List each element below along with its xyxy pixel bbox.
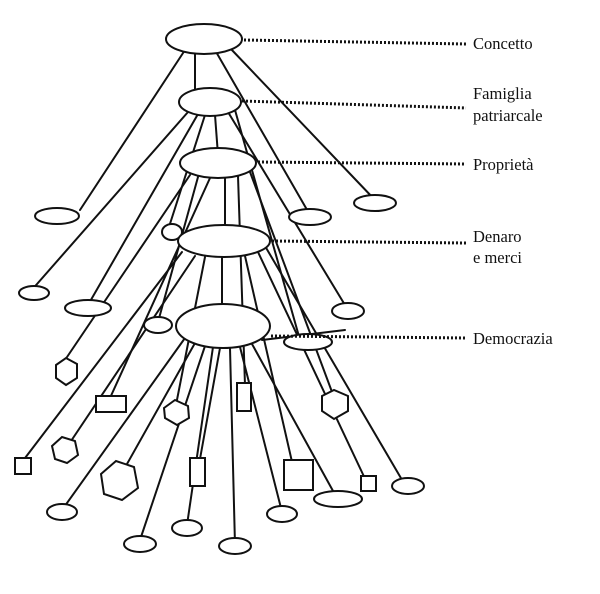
- label-patriarcale: patriarcale: [473, 106, 543, 125]
- democrazia-node: [175, 303, 271, 349]
- edge: [249, 171, 336, 401]
- square-node: [189, 457, 206, 487]
- edge: [117, 342, 196, 481]
- proprieta-node: [179, 147, 257, 179]
- edge: [229, 347, 236, 546]
- edge: [197, 347, 221, 471]
- ellipse-node: [218, 537, 252, 555]
- ellipse-node: [288, 208, 332, 226]
- edge: [186, 346, 214, 526]
- edge: [64, 174, 191, 361]
- leader-lines: [241, 38, 467, 340]
- ellipse-node: [391, 477, 425, 495]
- label-e-merci: e merci: [473, 248, 522, 267]
- leader-line: [241, 99, 467, 110]
- square-node: [283, 459, 314, 491]
- edge: [244, 255, 296, 476]
- edge: [234, 109, 301, 341]
- edge: [79, 49, 186, 211]
- edge: [264, 245, 406, 486]
- label-denaro: Denaro: [473, 227, 522, 246]
- leader-line: [257, 160, 467, 166]
- ellipse-node: [18, 285, 50, 301]
- square-node: [95, 395, 127, 413]
- hexagon-node: [50, 435, 80, 465]
- edge: [237, 175, 246, 386]
- ellipse-node: [123, 535, 157, 553]
- concetto-node: [165, 23, 243, 55]
- edge: [227, 111, 349, 311]
- ellipse-node: [143, 316, 173, 334]
- edge: [29, 111, 189, 293]
- label-democrazia: Democrazia: [473, 329, 553, 348]
- hexagon-node: [99, 459, 140, 502]
- edge: [21, 251, 183, 463]
- ellipse-node: [161, 223, 183, 241]
- leader-line: [271, 239, 467, 245]
- edge: [109, 177, 211, 399]
- level-labels: Concetto Famiglia patriarcale Proprietà …: [473, 34, 553, 348]
- square-node: [14, 457, 32, 475]
- hexagon-node: [55, 356, 78, 387]
- label-proprieta: Proprietà: [473, 155, 534, 174]
- edge: [139, 345, 206, 541]
- edge: [229, 47, 376, 201]
- edge: [239, 346, 283, 513]
- hexagon-node: [162, 398, 191, 427]
- ellipse-node: [266, 505, 298, 523]
- label-famiglia: Famiglia: [473, 84, 532, 103]
- tree-edges: [21, 47, 406, 546]
- ellipse-node: [64, 299, 112, 317]
- edge: [64, 255, 196, 451]
- level-nodes: [165, 23, 271, 349]
- hexagon-node: [321, 388, 349, 421]
- ellipse-node: [34, 207, 80, 225]
- edge: [257, 251, 369, 486]
- square-node: [236, 382, 252, 412]
- ellipse-node: [331, 302, 365, 320]
- edge: [61, 337, 186, 511]
- edge: [87, 113, 199, 306]
- label-concetto: Concetto: [473, 34, 533, 53]
- ellipse-node: [313, 490, 363, 508]
- ellipse-node: [353, 194, 397, 212]
- ellipse-node: [171, 519, 203, 537]
- edge: [251, 343, 339, 501]
- square-node: [360, 475, 377, 492]
- ellipse-node: [46, 503, 78, 521]
- denaro-node: [177, 224, 271, 258]
- leaf-nodes: [14, 194, 425, 555]
- leader-line: [270, 334, 467, 340]
- leader-line: [243, 38, 467, 46]
- famiglia-node: [178, 87, 242, 117]
- edge: [214, 49, 311, 216]
